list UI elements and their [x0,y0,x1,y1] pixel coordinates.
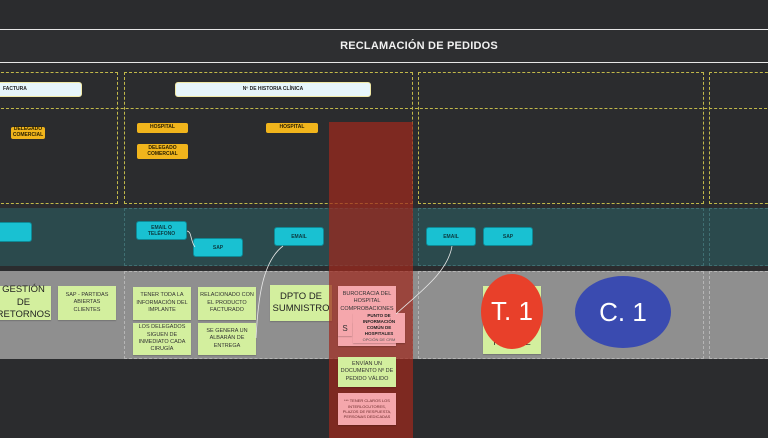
sticky-sap-partidas[interactable]: SAP - PARTIDAS ABIERTAS CLIENTES [58,286,116,320]
channel-email[interactable]: EMAIL [426,227,476,246]
sticky-label: S [342,323,348,333]
connector-email-dpto [255,245,284,339]
sticky-label: PUNTO DE INFORMACIÓN COMÚN DE HOSPITALES [362,313,396,337]
channel-sap[interactable]: SAP [483,227,533,246]
timer-circle-t1[interactable]: T. 1 [481,274,543,349]
sticky-delegados-siguen[interactable]: LOS DELEGADOS SIGUEN DE INMEDIATO CADA C… [133,323,191,355]
stickies-band-col-2 [418,271,704,359]
sticky-label: GESTIÓN DE RETORNOS [0,284,51,321]
sticky-envian-documento[interactable]: ENVÍAN UN DOCUMENTO Nº DE PEDIDO VÁLIDO [338,357,396,387]
sticky-tener-claros[interactable]: *** TENER CLAROS LOS INTERLOCUTORES, PLA… [338,393,396,425]
counter-circle-c1[interactable]: C. 1 [575,276,671,348]
tag-delegado-comercial[interactable]: DELEGADO COMERCIAL [11,126,45,139]
channel-box-left[interactable] [0,222,32,242]
stickies-band-col-3 [709,271,768,359]
channels-band-col-2 [418,208,704,266]
channel-sap[interactable]: SAP [193,238,243,257]
connector-email-burocracia [395,245,453,315]
sticky-dpto-suministro[interactable]: DPTO DE SUMNISTRO [270,285,332,321]
tag-hospital[interactable]: HOSPITAL [137,123,188,133]
header-factura[interactable]: FACTURA [0,82,82,97]
sticky-gestion-retornos[interactable]: GESTIÓN DE RETORNOS [0,284,51,321]
board-title: RECLAMACIÓN DE PEDIDOS [340,40,498,52]
title-band [0,29,768,63]
lane-frame-col-3 [709,72,768,204]
sticky-label: DPTO DE SUMNISTRO [272,290,330,314]
tag-hospital[interactable]: HOSPITAL [266,123,318,133]
sticky-albaran-entrega[interactable]: SE GENERA UN ALBARÁN DE ENTREGA [198,323,256,355]
sticky-s-partial[interactable]: S [338,322,352,336]
lane-frame-col-0 [0,72,118,204]
channel-email[interactable]: EMAIL [274,227,324,246]
sticky-tener-informacion[interactable]: TENER TODA LA INFORMACIÓN DEL IMPLANTE [133,287,191,320]
tag-delegado-comercial[interactable]: DELEGADO COMERCIAL [137,144,188,159]
header-historia-clinica[interactable]: Nº DE HISTORIA CLÍNICA [175,82,371,97]
lane-frame-col-2 [418,72,704,204]
channels-band-col-3 [709,208,768,266]
connector-email-sap [186,230,196,248]
sticky-sublabel: OPCIÓN DE CRM [362,337,396,343]
sticky-relacionado-producto[interactable]: RELACIONADO CON EL PRODUCTO FACTURADO [198,287,256,320]
channel-email-telefono[interactable]: EMAIL O TELÉFONO [136,221,187,240]
sticky-punto-informacion[interactable]: PUNTO DE INFORMACIÓN COMÚN DE HOSPITALES… [353,313,405,343]
lane-divider [0,108,768,109]
